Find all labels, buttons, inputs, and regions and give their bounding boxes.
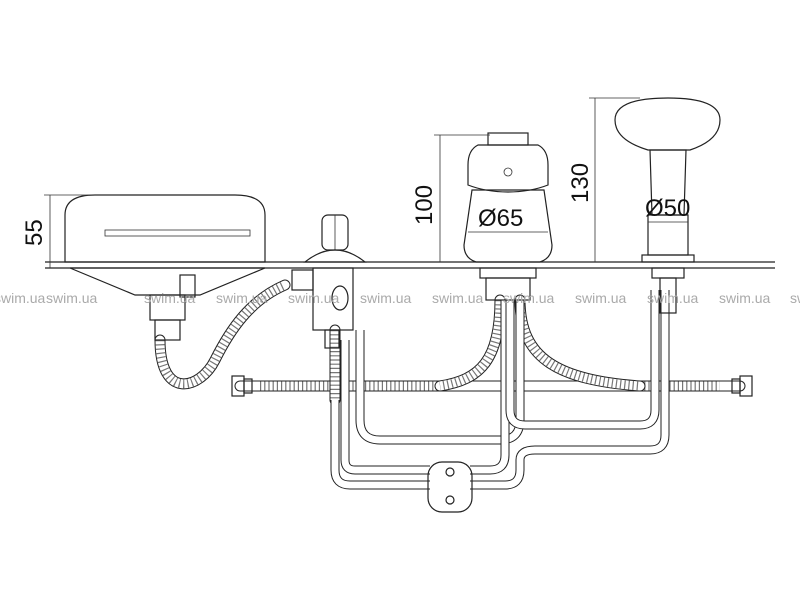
watermark: swim.ua [0,290,46,306]
soap-dispenser [64,194,266,341]
watermark: swim.ua [216,290,268,306]
hose-clamp [427,461,473,513]
watermark: swim.ua [46,290,98,306]
mixer-diameter-label: Ø65 [478,205,523,232]
watermark: swim.ua [144,290,196,306]
deck [45,261,775,269]
shower-height-label: 130 [567,163,594,203]
diverter [291,214,367,349]
watermark: swim.ua [575,290,627,306]
watermark: swim.ua [719,290,771,306]
watermark: swim.ua [503,290,555,306]
soap-height-label: 55 [21,219,48,246]
watermark: swim.ua [647,290,699,306]
hand-shower [614,97,721,314]
watermarks: swim.ua swim.ua swim.ua swim.ua swim.ua … [0,290,800,306]
mixer [463,132,553,301]
watermark: swim.ua [432,290,484,306]
hoses [154,279,746,490]
watermark: swim.ua [360,290,412,306]
shower-diameter-label: Ø50 [645,195,690,222]
dimension-lines [44,97,688,268]
mixer-height-label: 100 [411,185,438,225]
watermark: swim.ua [288,290,340,306]
hose-fittings [231,375,753,513]
watermark: swim.ua [790,290,800,306]
